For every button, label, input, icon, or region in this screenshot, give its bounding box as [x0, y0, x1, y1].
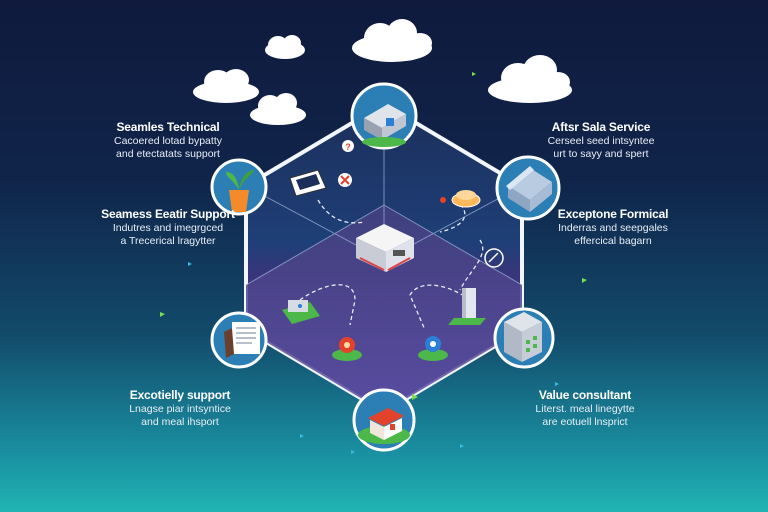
label-title: Exceptone Formical: [557, 207, 669, 221]
central-hub-icon: [356, 224, 414, 272]
cloud-icon: [352, 19, 432, 62]
cloud-icon: [265, 35, 305, 59]
butterfly-icon: [412, 394, 418, 400]
house-icon: [508, 168, 552, 200]
label-mid-right: Exceptone Formical Inderras and seepgale…: [528, 207, 698, 248]
label-bottom-right: Value consultant Literst. meal linegytte…: [510, 388, 660, 429]
node-building-top[interactable]: [350, 82, 418, 150]
butterfly-icon: [188, 262, 559, 454]
cloud-icon: [193, 69, 259, 103]
potted-plant-icon: [229, 190, 249, 212]
close-icon: [338, 173, 352, 187]
server-rack-icon: [448, 288, 486, 325]
label-top-right: Aftsr Sala Service Cerseel seed intsynte…: [518, 120, 684, 161]
svg-text:?: ?: [345, 142, 351, 152]
red-roof-building-icon: [368, 408, 404, 426]
node-server[interactable]: [493, 307, 555, 369]
printer-icon: [282, 300, 320, 324]
blue-pin-icon: [418, 336, 448, 361]
label-desc: a Trecerical lragytter: [120, 235, 216, 248]
node-plant[interactable]: [210, 158, 268, 216]
label-desc: and etectatats support: [116, 148, 220, 161]
label-desc: are eotuell lnsprict: [542, 416, 628, 429]
node-house[interactable]: [495, 155, 561, 221]
label-title: Seamess Eeatir Support: [101, 207, 235, 221]
building-icon: [362, 137, 406, 147]
label-title: Value consultant: [538, 388, 632, 402]
label-top-left: Seamles Technical Cacoered lotad bypatty…: [88, 120, 248, 161]
label-desc: effercical bagarn: [574, 235, 652, 248]
label-desc: Inderras and seepgales: [558, 222, 668, 234]
cloud-icon: [250, 93, 306, 125]
label-desc: Literst. meal linegytte: [535, 403, 635, 415]
label-desc: Cerseel seed intsyntee: [547, 135, 655, 147]
label-bottom-left: Excotielly support Lnagse piar intsyntic…: [110, 388, 250, 429]
label-desc: and meal ihsport: [141, 416, 219, 429]
cloud-icon: [488, 55, 572, 103]
label-title: Aftsr Sala Service: [551, 120, 651, 134]
stack-icon: [451, 190, 481, 208]
node-document[interactable]: [210, 311, 268, 369]
label-title: Seamles Technical: [116, 120, 220, 134]
label-title: Excotielly support: [129, 388, 231, 402]
label-desc: Lnagse piar intsyntice: [129, 403, 231, 415]
arrow-icon: [484, 248, 504, 268]
label-desc: urt to sayy and spert: [553, 148, 649, 161]
red-pin-icon: [332, 337, 362, 361]
label-desc: Indutres and imegrgced: [112, 222, 224, 234]
floor-plane: [246, 205, 522, 412]
label-mid-left: Seamess Eeatir Support Indutres and imeg…: [82, 207, 254, 248]
gear-icon: [440, 197, 446, 203]
node-building-bottom[interactable]: [352, 388, 416, 452]
butterfly-icon: [160, 72, 587, 317]
laptop-icon: [289, 169, 327, 197]
label-desc: Cacoered lotad bypatty: [114, 135, 222, 147]
question-icon: ?: [342, 140, 354, 152]
